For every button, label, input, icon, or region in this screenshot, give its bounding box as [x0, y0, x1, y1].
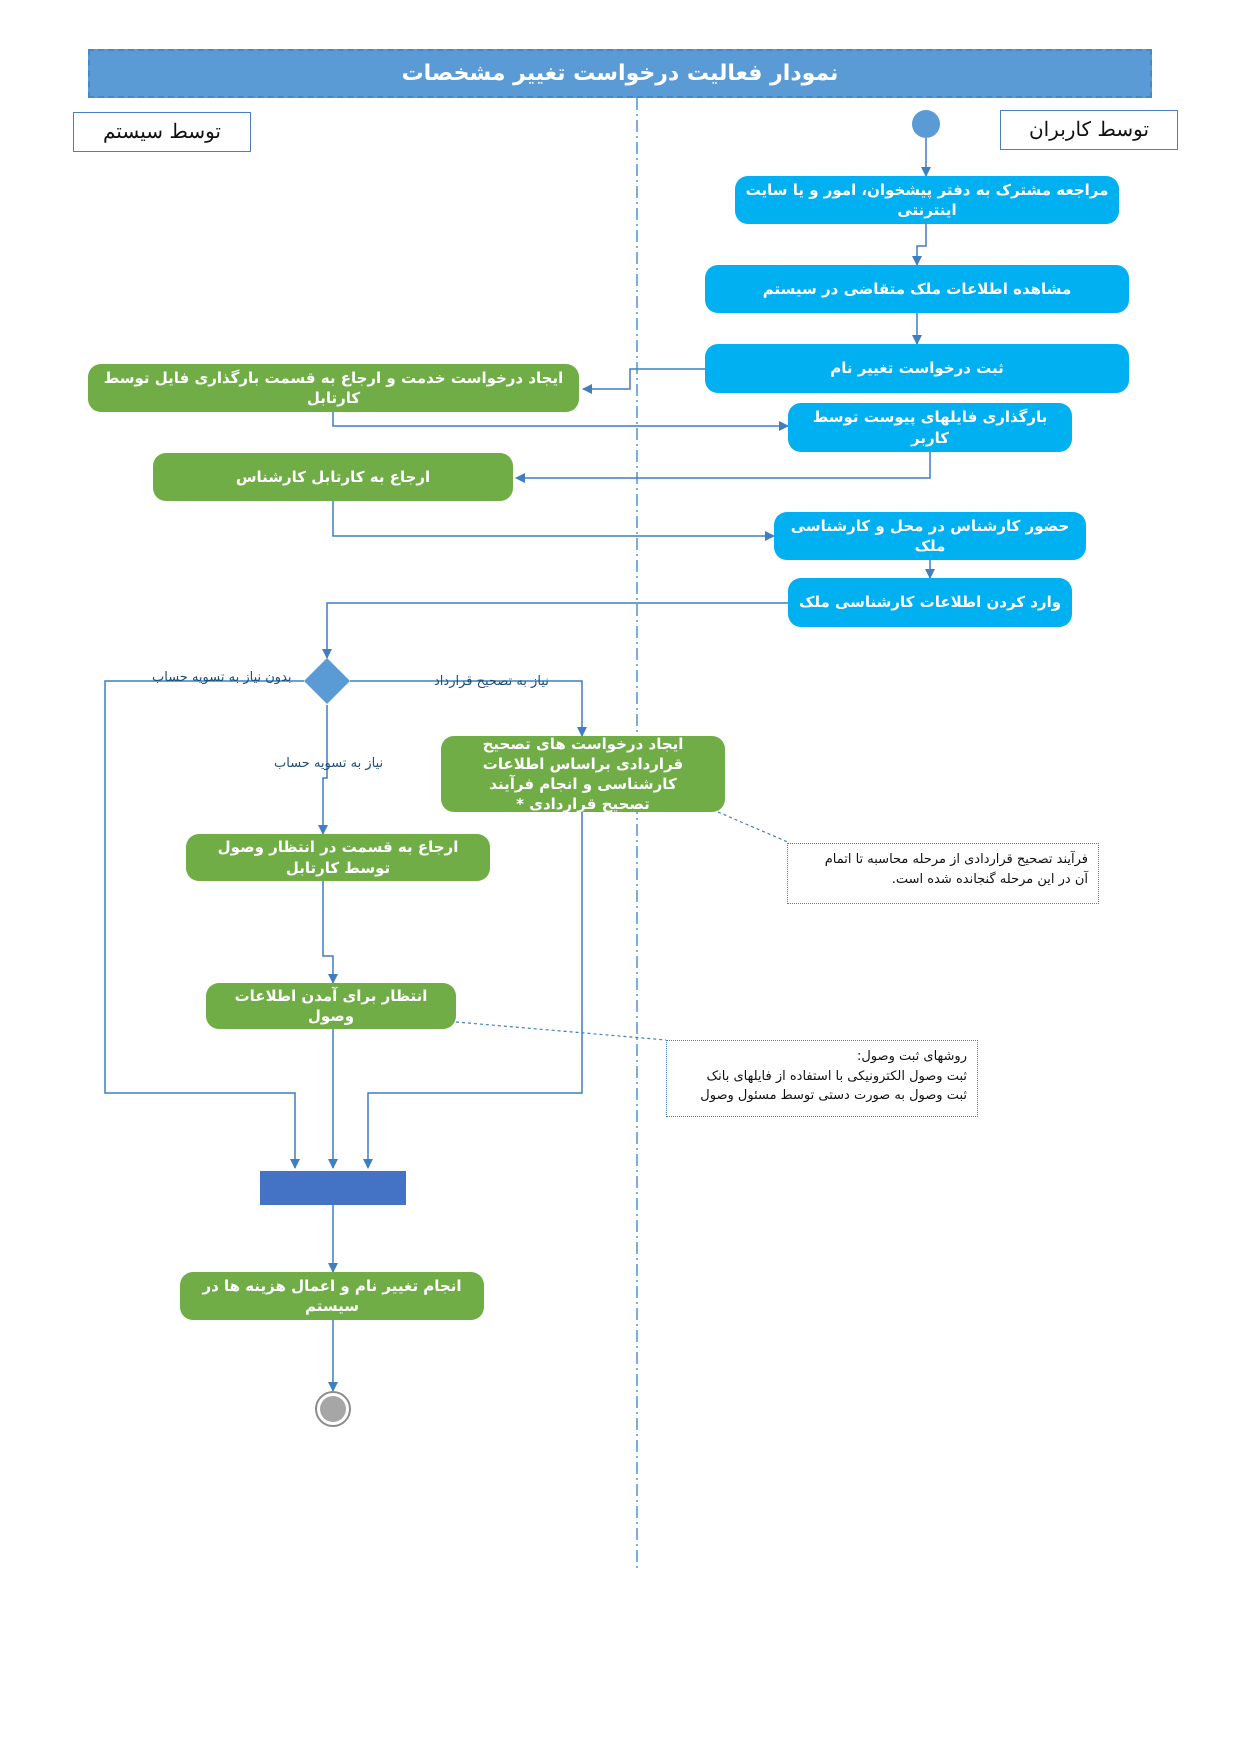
edge-expert-to-visit: [332, 501, 775, 541]
decision-diamond: [304, 658, 350, 704]
lane-system-header: توسط سیستم: [73, 112, 251, 152]
edge-pending-to-wait: [322, 881, 338, 984]
action-refer-expert-cartable: ارجاع به کارتابل کارشناس: [153, 453, 513, 501]
action-enter-expert-data: وارد کردن اطلاعات کارشناسی ملک: [788, 578, 1072, 627]
note-link-contract: [717, 811, 791, 844]
note-contract-fix: فرآیند تصحیح قراردادی از مرحله محاسبه تا…: [787, 843, 1099, 904]
label-needs-contract-fix: نیاز به تصحیح قرارداد: [434, 674, 549, 689]
action-visit-office: مراجعه مشترک به دفتر پیشخوان، امور و یا …: [735, 176, 1119, 224]
note-link-receipt: [455, 1021, 667, 1041]
action-upload-attachments: بارگذاری فایلهای پیوست توسط کاربر: [788, 403, 1072, 452]
edge-decision-to-contract: [350, 680, 587, 737]
edge-upload-to-expert: [515, 452, 931, 483]
action-apply-name-change: انجام تغییر نام و اعمال هزینه ها در سیست…: [180, 1272, 484, 1320]
action-refer-pending-receipt: ارجاع به قسمت در انتظار وصول توسط کارتاب…: [186, 834, 490, 881]
edge-contract-to-bar: [363, 812, 583, 1169]
start-node: [912, 110, 940, 138]
note-receipt-methods-line-1: ثبت وصول الکترونیکی با استفاده از فایلها…: [706, 1068, 967, 1084]
edge-enter-to-decision: [322, 602, 788, 659]
note-connectors: [455, 811, 791, 1041]
end-node: [315, 1391, 351, 1427]
action-contract-correction: ایجاد درخواست های تصحیح قراردادی براساس …: [441, 735, 725, 813]
note-receipt-methods: روشهای ثبت وصول: ثبت وصول الکترونیکی با …: [666, 1040, 978, 1117]
label-no-settlement: بدون نیاز به تسویه حساب: [152, 670, 292, 685]
action-create-service-request: ایجاد درخواست خدمت و ارجاع به قسمت بارگذ…: [88, 364, 579, 412]
diagram-title: نمودار فعالیت درخواست تغییر مشخصات: [88, 49, 1152, 98]
action-wait-receipt-info: انتظار برای آمدن اطلاعات وصول: [206, 983, 456, 1029]
edge-register-to-create: [582, 368, 705, 394]
note-receipt-methods-line-2: ثبت وصول به صورت دستی توسط مسئول وصول: [700, 1088, 967, 1103]
edge-visit-to-view: [912, 224, 927, 266]
label-needs-settlement: نیاز به تسویه حساب: [274, 756, 384, 771]
join-bar: [260, 1171, 406, 1205]
note-contract-fix-line-1: فرآیند تصحیح قراردادی از مرحله محاسبه تا…: [824, 852, 1088, 867]
note-receipt-methods-heading: روشهای ثبت وصول:: [856, 1049, 967, 1064]
lane-users-header: توسط کاربران: [1000, 110, 1178, 150]
edge-create-to-upload: [332, 412, 789, 431]
action-view-property-info: مشاهده اطلاعات ملک متقاضی در سیستم: [705, 265, 1129, 313]
action-register-name-change: ثبت درخواست تغییر نام: [705, 344, 1129, 393]
edge-decision-to-pending: [318, 705, 328, 835]
action-expert-site-visit: حضور کارشناس در محل و کارشناسی ملک: [774, 512, 1086, 560]
note-contract-fix-line-2: آن در این مرحله گنجانده شده است.: [891, 871, 1088, 887]
edge-no-settlement-to-bar: [104, 680, 304, 1169]
